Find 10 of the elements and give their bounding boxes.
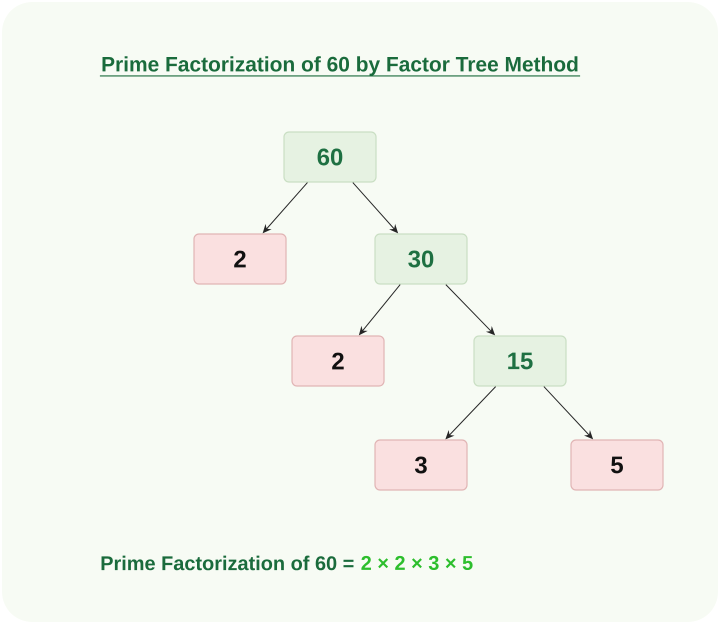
result-value: 2 × 2 × 3 × 5	[361, 556, 473, 570]
number-box: 2	[291, 335, 385, 387]
title: Prime Factorization of 60 by Factor Tree Method	[100, 56, 580, 77]
number-box: 60	[283, 131, 377, 183]
number-box: 5	[570, 439, 664, 491]
number-box: 30	[374, 233, 468, 285]
result-text: Prime Factorization of 60 =	[102, 556, 354, 570]
number-box: 15	[473, 335, 567, 387]
number-box: 3	[374, 439, 468, 491]
number-box: 2	[193, 233, 287, 285]
